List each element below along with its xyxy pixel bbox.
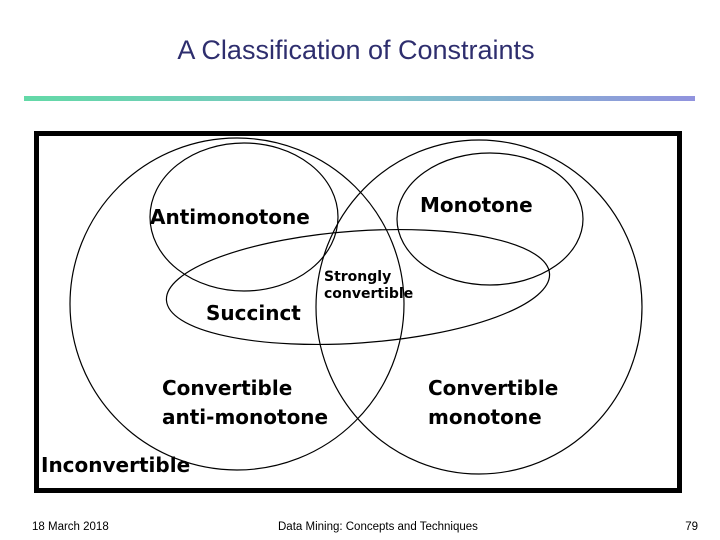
label-strongly-convertible-line2: convertible <box>324 286 414 302</box>
footer-date: 18 March 2018 <box>32 521 109 533</box>
label-convertible-monotone-line2: monotone <box>428 405 542 429</box>
label-convertible-monotone: Convertible monotone <box>428 374 558 432</box>
label-strongly-convertible: Strongly convertible <box>324 269 413 303</box>
ellipse-antimonotone <box>149 142 339 292</box>
label-convertible-monotone-line1: Convertible <box>428 376 559 400</box>
ellipse-convertible-monotone <box>315 139 643 475</box>
footer-book-title: Data Mining: Concepts and Techniques <box>278 521 478 533</box>
ellipse-monotone <box>396 152 584 286</box>
label-inconvertible: Inconvertible <box>41 453 191 477</box>
label-succinct: Succinct <box>206 301 301 325</box>
label-convertible-anti-monotone-line2: anti-monotone <box>162 405 329 429</box>
footer-page-number: 79 <box>685 521 698 533</box>
label-antimonotone: Antimonotone <box>150 205 310 229</box>
label-strongly-convertible-line1: Strongly <box>324 269 392 285</box>
label-convertible-anti-monotone-line1: Convertible <box>162 376 293 400</box>
label-monotone: Monotone <box>420 193 533 217</box>
diagram-frame <box>34 131 682 493</box>
slide-title: A Classification of Constraints <box>177 35 535 65</box>
ellipse-convertible-anti-monotone <box>69 137 405 471</box>
ellipse-succinct <box>165 228 551 346</box>
title-divider <box>24 96 695 101</box>
label-convertible-anti-monotone: Convertible anti-monotone <box>162 374 328 432</box>
